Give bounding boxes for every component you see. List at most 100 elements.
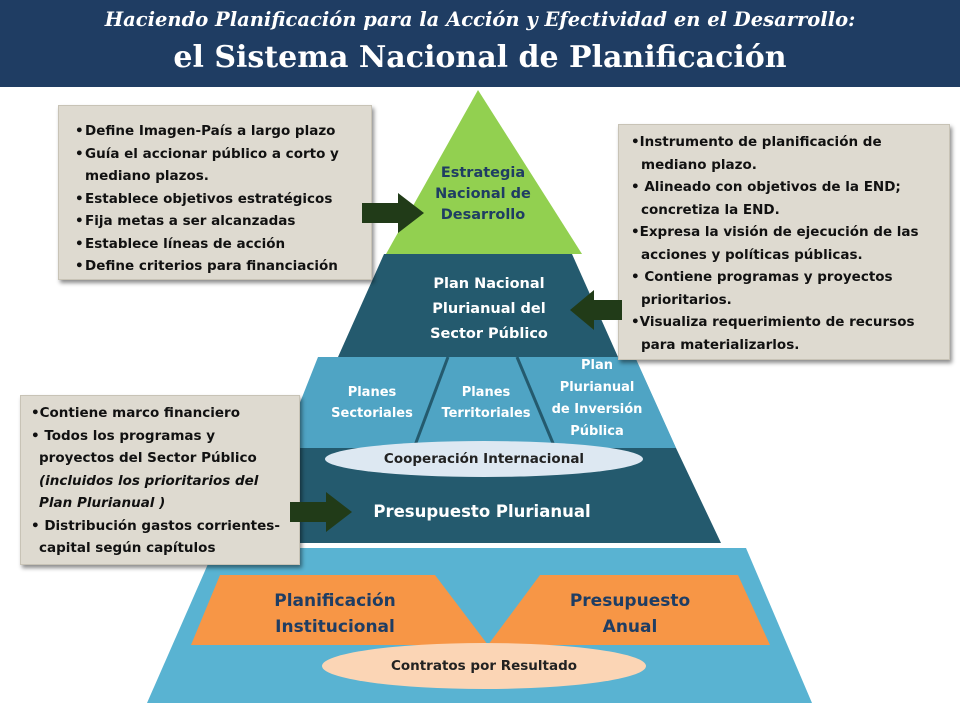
plan-inversion-line-4: Pública [570,424,624,439]
plan-item-text: prioritarios. [641,291,732,308]
estrategia-line-2: Nacional de [435,186,531,202]
end-description-box: •Define Imagen-País a largo plazo •Guía … [58,105,372,280]
presupuesto-item: • Distribución gastos corrientes- [31,515,299,538]
estrategia-nacional-label: Estrategia Nacional de Desarrollo [420,163,546,226]
bullet-icon: • [75,123,84,139]
presupuesto-item: •Contiene marco financiero [31,402,299,425]
presupuesto-item-text: (incluidos los prioritarios del [39,472,259,489]
end-item-text: Fija metas a ser alcanzadas [85,213,296,229]
presupuesto-anual-label: Presupuesto Anual [530,588,730,640]
presupuesto-item-continuation: Plan Plurianual ) [31,492,299,515]
arrow-left-icon [570,290,622,330]
planificacion-line-2: Institucional [275,617,395,637]
plan-item: • Contiene programas y proyectos [631,266,949,289]
end-item-text: Guía el accionar público a corto y [85,145,339,162]
presupuesto-item-continuation: capital según capítulos [31,537,299,560]
plan-item-text: •Expresa la visión de ejecución de las [631,224,919,240]
presupuesto-anual-line-1: Presupuesto [569,591,691,611]
presupuesto-anual-shape [488,575,770,645]
bullet-icon: • [75,190,84,207]
plan-inversion-line-2: Plurianual [559,380,635,395]
presupuesto-plurianual-text: Presupuesto Plurianual [373,502,591,521]
plan-item-text: •Visualiza requerimiento de recursos [631,314,915,330]
plan-item-continuation: para materializarlos. [631,334,949,357]
end-item: •Fija metas a ser alcanzadas [75,210,371,233]
plan-item-text: acciones y políticas públicas. [641,246,863,263]
plan-nacional-line-2: Plurianual del [432,301,546,317]
end-item: •Establece líneas de acción [75,233,371,256]
plan-item-continuation: mediano plazo. [631,154,949,177]
estrategia-line-1: Estrategia [440,165,526,181]
plan-nacional-label: Plan Nacional Plurianual del Sector Públ… [404,272,574,347]
end-item-text: Define criterios para financiación [85,258,338,274]
planes-sectoriales-line-1: Planes [347,385,397,400]
plan-item: •Expresa la visión de ejecución de las [631,221,949,244]
planes-divider-2 [515,356,557,449]
pyramid-apex [386,90,582,254]
presupuesto-description-box: •Contiene marco financiero • Todos los p… [20,395,300,565]
arrow-right-icon [362,193,424,233]
plan-item: •Instrumento de planificación de [631,131,949,154]
planes-sectoriales-line-2: Sectoriales [331,406,413,421]
presupuesto-item-text: Plan Plurianual ) [39,495,166,511]
planes-territoriales-label: Planes Territoriales [434,382,538,424]
plan-item-text: •Instrumento de planificación de [631,134,882,150]
end-item-continuation: mediano plazos. [85,165,371,188]
plan-item-continuation: concretiza la END. [631,199,949,222]
cooperacion-internacional-oval: Cooperación Internacional [325,441,643,477]
presupuesto-item-text: •Contiene marco financiero [31,405,240,421]
header-subtitle: Haciendo Planificación para la Acción y … [104,8,856,31]
plan-item-text: mediano plazo. [641,156,757,173]
plan-inversion-line-3: de Inversión [551,402,643,417]
end-item-text: Define Imagen-País a largo plazo [85,123,336,139]
planificacion-institucional-shape [191,575,488,645]
estrategia-line-3: Desarrollo [440,207,526,223]
plan-item: •Visualiza requerimiento de recursos [631,311,949,334]
plan-item-text: concretiza la END. [641,201,780,218]
header-banner: Haciendo Planificación para la Acción y … [0,0,960,87]
planificacion-line-1: Planificación [274,591,396,611]
presupuesto-item-continuation: (incluidos los prioritarios del [31,470,299,493]
end-item: •Define criterios para financiación [75,255,371,278]
planes-territoriales-line-1: Planes [461,385,511,400]
plan-item-text: • Alineado con objetivos de la END; [631,179,901,195]
bullet-icon: • [75,145,84,162]
contratos-por-resultado-oval: Contratos por Resultado [322,643,646,689]
end-item-text: Establece objetivos estratégicos [85,190,333,207]
presupuesto-item-text: capital según capítulos [39,540,216,556]
plan-item-continuation: acciones y políticas públicas. [631,244,949,267]
end-item: •Establece objetivos estratégicos [75,188,371,211]
bullet-icon: • [75,235,84,252]
plan-item-text: para materializarlos. [641,336,800,353]
presupuesto-anual-line-2: Anual [602,617,658,637]
presupuesto-plurianual-label: Presupuesto Plurianual [330,500,634,524]
presupuesto-item-text: proyectos del Sector Público [39,450,257,466]
plan-nacional-tier [338,254,618,357]
end-item: •Guía el accionar público a corto y [75,143,371,166]
contratos-label: Contratos por Resultado [390,658,578,674]
end-item: •Define Imagen-País a largo plazo [75,120,371,143]
planes-territoriales-line-2: Territoriales [441,406,531,421]
plan-nacional-line-3: Sector Público [430,326,548,342]
plan-item-text: • Contiene programas y proyectos [631,269,893,285]
plan-inversion-shape [517,357,676,448]
presupuesto-item-text: • Distribución gastos corrientes- [31,517,280,534]
presupuesto-item-text: • Todos los programas y [31,427,216,444]
planificacion-institucional-label: Planificación Institucional [225,588,445,640]
end-item-text: Establece líneas de acción [85,235,286,252]
presupuesto-item-continuation: proyectos del Sector Público [31,447,299,470]
plan-nacional-line-1: Plan Nacional [433,276,545,292]
end-item-text: mediano plazos. [85,168,209,184]
plan-item: • Alineado con objetivos de la END; [631,176,949,199]
planes-divider-1 [412,356,450,449]
arrow-right-icon [290,492,352,532]
plan-plurianual-description-box: •Instrumento de planificación de mediano… [618,124,950,360]
cooperacion-label: Cooperación Internacional [383,451,585,467]
plan-item-continuation: prioritarios. [631,289,949,312]
presupuesto-plurianual-tier [243,448,721,543]
plan-inversion-line-1: Plan [580,358,613,373]
presupuesto-item: • Todos los programas y [31,425,299,448]
bullet-icon: • [75,258,84,274]
planes-sectoriales-label: Planes Sectoriales [322,382,422,424]
